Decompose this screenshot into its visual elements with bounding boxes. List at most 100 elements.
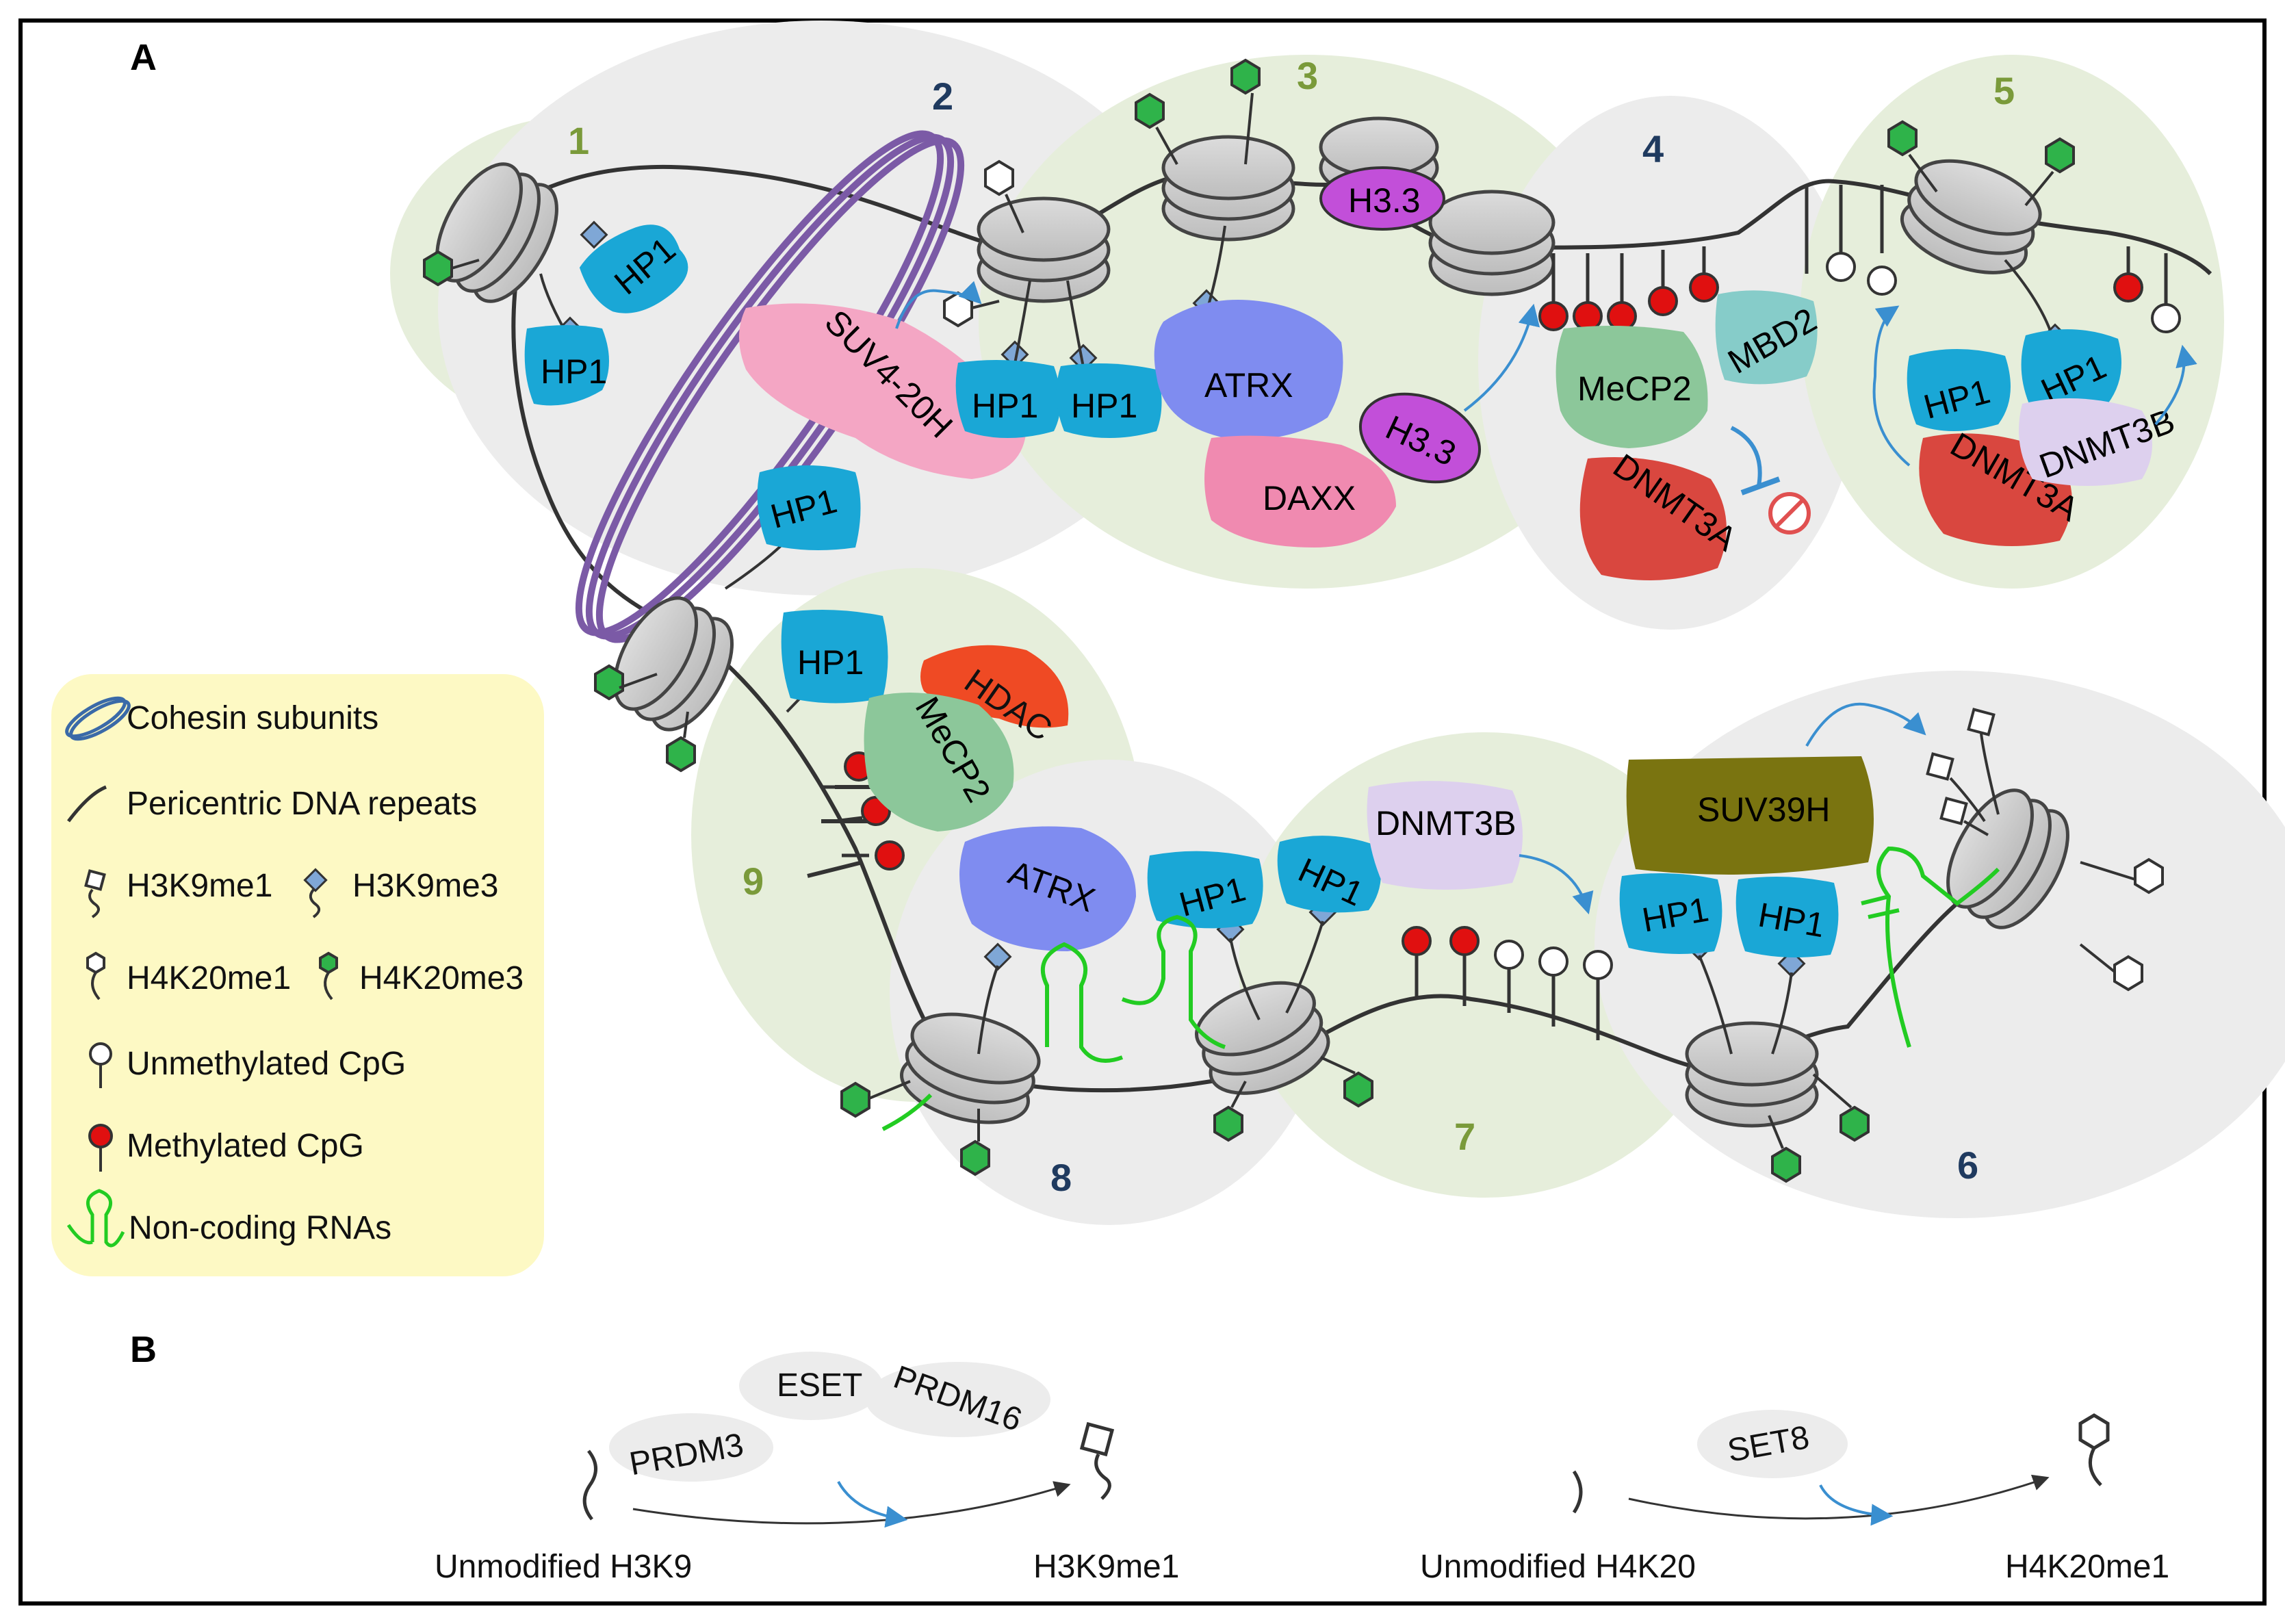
mecp2-blob (864, 693, 1014, 832)
region-number-3: 3 (1297, 54, 1318, 97)
hp1-blob (2021, 329, 2121, 411)
nucleosome-2 (977, 196, 1111, 303)
h3k9me1-mark (1926, 752, 1954, 781)
legend-h3k9me3-label: H3K9me3 (352, 868, 498, 904)
region-number-1: 1 (568, 119, 589, 162)
unmethylated-cpg (1494, 940, 1524, 970)
h3k9me1-tails (1949, 733, 2000, 836)
nucleosome-10 (1685, 1021, 1819, 1128)
legend-h4k20me3-icon (319, 951, 338, 1001)
unmethylated-cpg (2151, 303, 2181, 333)
legend-h3k9me1-icon (84, 869, 106, 918)
region-number-6: 6 (1957, 1144, 1978, 1187)
region-number-7: 7 (1454, 1115, 1475, 1158)
methylated-cpg (1449, 926, 1480, 956)
dnmt3b-blob (2019, 398, 2152, 486)
legend-unmethylated-label: Unmethylated CpG (127, 1046, 406, 1082)
inhibition-bar (1740, 476, 1781, 495)
h4k20me3-mark (1771, 1146, 1801, 1183)
hp1-blob (1056, 363, 1162, 438)
daxx-label: DAXX (1263, 479, 1356, 517)
h3k9me1-caption: H3K9me1 (1033, 1549, 1179, 1585)
h4k20me3-mark (1343, 1071, 1373, 1108)
h33-label-top: H3.3 (1348, 181, 1421, 220)
hp1-blob (524, 325, 609, 406)
nucleosome-5 (1428, 190, 1555, 296)
h4k20me3-mark (840, 1081, 870, 1118)
h4k20me1-product-icon (2078, 1413, 2110, 1486)
h4k20me3-mark (1213, 1105, 1243, 1142)
hp1-blob (757, 465, 861, 550)
region-number-2: 2 (932, 75, 953, 118)
h3k9me1-mark (1967, 708, 1996, 736)
legend-ncrna-label: Non-coding RNAs (129, 1210, 391, 1246)
legend-ncrna-icon (66, 1189, 125, 1248)
eset-cloud (739, 1352, 883, 1420)
ncrna-strand (881, 1093, 933, 1131)
h4k20me3-mark (423, 250, 453, 287)
methylated-cpg-dots (844, 272, 2143, 956)
legend-unmethylated-icon (89, 1042, 112, 1088)
region-number-4: 4 (1642, 127, 1664, 170)
ncrna-hairpin (1040, 942, 1124, 1063)
h33-histone-top (1319, 166, 1445, 231)
unmethylated-cpg (1867, 266, 1897, 296)
methylated-cpg (1573, 301, 1603, 331)
h4k20me3-marks (423, 58, 2075, 1183)
hp1-blob (955, 360, 1061, 438)
hp1-label: HP1 (797, 643, 864, 682)
h4k20me3-mark (1839, 1105, 1870, 1142)
h4k20-blue-arrow (1819, 1484, 1894, 1526)
dnmt3b-blob (1367, 781, 1523, 890)
unmodified-h3k9-caption: Unmodified H3K9 (435, 1549, 692, 1585)
unmethylated-cpg (1583, 950, 1613, 980)
h4k20me1-mark (984, 159, 1014, 196)
suv4-20h-blob (739, 303, 1027, 479)
nucleosome-3 (1161, 135, 1295, 242)
hp1-label: HP1 (1071, 387, 1137, 425)
suv39h-blob (1626, 756, 1874, 875)
hp1-blob (1907, 349, 2011, 431)
unmodified-h4k20-tail (1572, 1470, 1583, 1514)
legend-h3k9me1-label: H3K9me1 (127, 868, 272, 904)
h4k20-reaction-arrow (1628, 1474, 2050, 1520)
hp1-blob (1277, 836, 1381, 913)
legend-cohesin-icon (65, 696, 131, 741)
h4k20me3-mark (1135, 92, 1165, 129)
legend-methylated-icon (88, 1124, 113, 1172)
eset-label: ESET (777, 1367, 862, 1404)
hp1-label: HP1 (541, 352, 607, 391)
atrx-blob (959, 826, 1136, 951)
cpg-sticks (821, 185, 2168, 1040)
hp1-blob (579, 224, 688, 313)
mecp2-blob (1555, 326, 1708, 448)
legend-h3k9me3-icon (303, 868, 328, 918)
nucleosome-6 (1900, 159, 2042, 274)
dnmt3a-blob (1579, 457, 1727, 580)
legend-h4k20me1-label: H4K20me1 (127, 960, 291, 996)
h4k20me3-mark (1230, 58, 1261, 95)
h4k20me1-mark (2113, 955, 2143, 992)
nucleosomes (435, 116, 2069, 1128)
nucleosome-9 (1195, 981, 1330, 1095)
unmethylated-cpg-dots (1494, 252, 2181, 980)
region-numbers: 1 2 3 4 5 6 7 8 9 (568, 54, 2015, 1199)
prdm16-cloud (866, 1362, 1050, 1437)
non-coding-rnas (881, 846, 2000, 1131)
h33-histone-free (1358, 392, 1482, 484)
no-symbol-slash (1774, 498, 1805, 529)
h4k20me3-mark (1887, 120, 1918, 157)
unmethylated-cpg (1538, 946, 1568, 977)
dnmt3b-label: DNMT3B (1376, 804, 1516, 842)
legend-pericentric-label: Pericentric DNA repeats (127, 786, 477, 822)
h4k20me1-mark (943, 291, 973, 328)
mbd2-blob (1715, 290, 1818, 385)
h3k9me3-mark (580, 220, 608, 249)
region-number-5: 5 (1993, 69, 2015, 112)
h3k9me1-marks (1926, 708, 1996, 825)
h3k9me1-product-icon (1079, 1421, 1115, 1500)
prdm3-cloud (609, 1413, 773, 1482)
h4k20me3-mark (960, 1139, 990, 1176)
ncrna-hairpin (1121, 914, 1226, 1049)
